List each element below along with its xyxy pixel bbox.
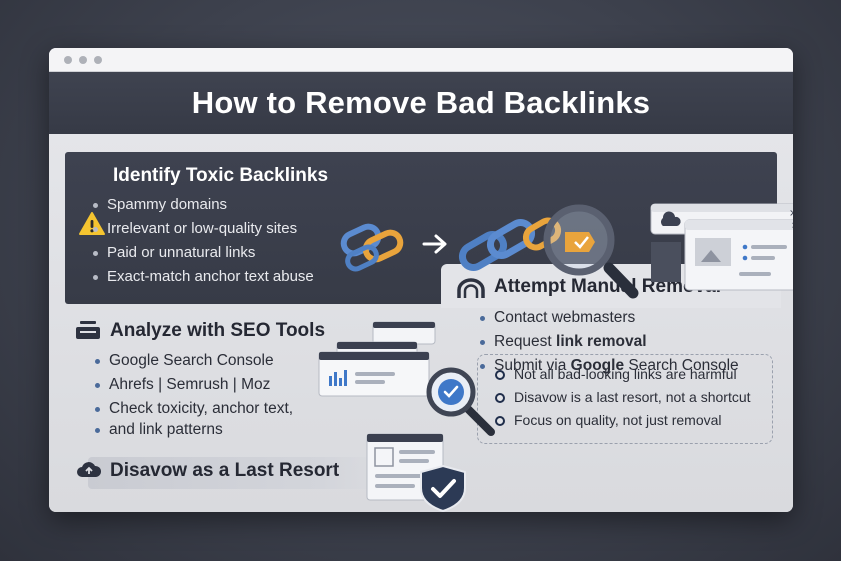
warning-icon bbox=[79, 212, 105, 235]
list-item: Request link removal bbox=[480, 330, 739, 354]
seo-tools-illustration bbox=[318, 321, 495, 436]
tips-box: Not all bad-looking links are harmful Di… bbox=[477, 354, 773, 444]
window-dot-icon bbox=[94, 56, 102, 64]
disavow-bar bbox=[88, 457, 380, 489]
identify-title: Identify Toxic Backlinks bbox=[113, 165, 329, 186]
window-dot-icon bbox=[64, 56, 72, 64]
tips-list: Not all bad-looking links are harmful Di… bbox=[495, 363, 751, 432]
window-dot-icon bbox=[79, 56, 87, 64]
list-item: and link patterns bbox=[94, 418, 293, 442]
list-item: Paid or unnatural links bbox=[93, 241, 314, 265]
browser-window: How to Remove Bad Backlinks Identify Tox… bbox=[49, 48, 793, 512]
chain-link-icon bbox=[340, 223, 404, 272]
list-item: Contact webmasters bbox=[480, 306, 739, 330]
disavow-title: Disavow as a Last Resort bbox=[110, 460, 340, 481]
inbox-tray-icon bbox=[76, 321, 100, 339]
identify-list: Spammy domains Irrelevant or low-quality… bbox=[93, 193, 314, 289]
list-item: Irrelevant or low-quality sites bbox=[93, 217, 314, 241]
magnifier-icon bbox=[543, 204, 639, 299]
list-item: Google Search Console bbox=[94, 349, 293, 373]
page-title: How to Remove Bad Backlinks bbox=[191, 85, 651, 120]
svg-text:×: × bbox=[791, 221, 793, 231]
window-titlebar bbox=[49, 48, 793, 72]
tip-item: Disavow is a last resort, not a shortcut bbox=[495, 386, 751, 409]
card-shadow bbox=[651, 242, 681, 282]
disavow-illustration bbox=[366, 433, 466, 512]
analyze-title: Analyze with SEO Tools bbox=[110, 320, 326, 341]
tip-item: Not all bad-looking links are harmful bbox=[495, 363, 751, 386]
arrow-right-icon bbox=[422, 234, 447, 254]
list-item: Ahrefs | Semrush | Moz bbox=[94, 373, 293, 397]
broken-chain-illustration: × × bbox=[340, 203, 793, 299]
tip-item: Focus on quality, not just removal bbox=[495, 409, 751, 432]
manual-list: Contact webmasters Request link removal … bbox=[480, 306, 739, 378]
list-item: Check toxicity, anchor text, bbox=[94, 397, 293, 421]
arch-icon bbox=[457, 278, 485, 298]
browser-card-icon: × bbox=[684, 219, 793, 291]
list-item: Submit via Google Search Console bbox=[480, 354, 739, 378]
page-header: How to Remove Bad Backlinks bbox=[49, 72, 793, 134]
analyze-list: Google Search Console Ahrefs | Semrush |… bbox=[94, 349, 293, 442]
svg-text:×: × bbox=[789, 208, 793, 219]
list-item: Exact-match anchor text abuse bbox=[93, 265, 314, 289]
cloud-upload-icon bbox=[77, 462, 102, 477]
list-item: Spammy domains bbox=[93, 193, 314, 217]
